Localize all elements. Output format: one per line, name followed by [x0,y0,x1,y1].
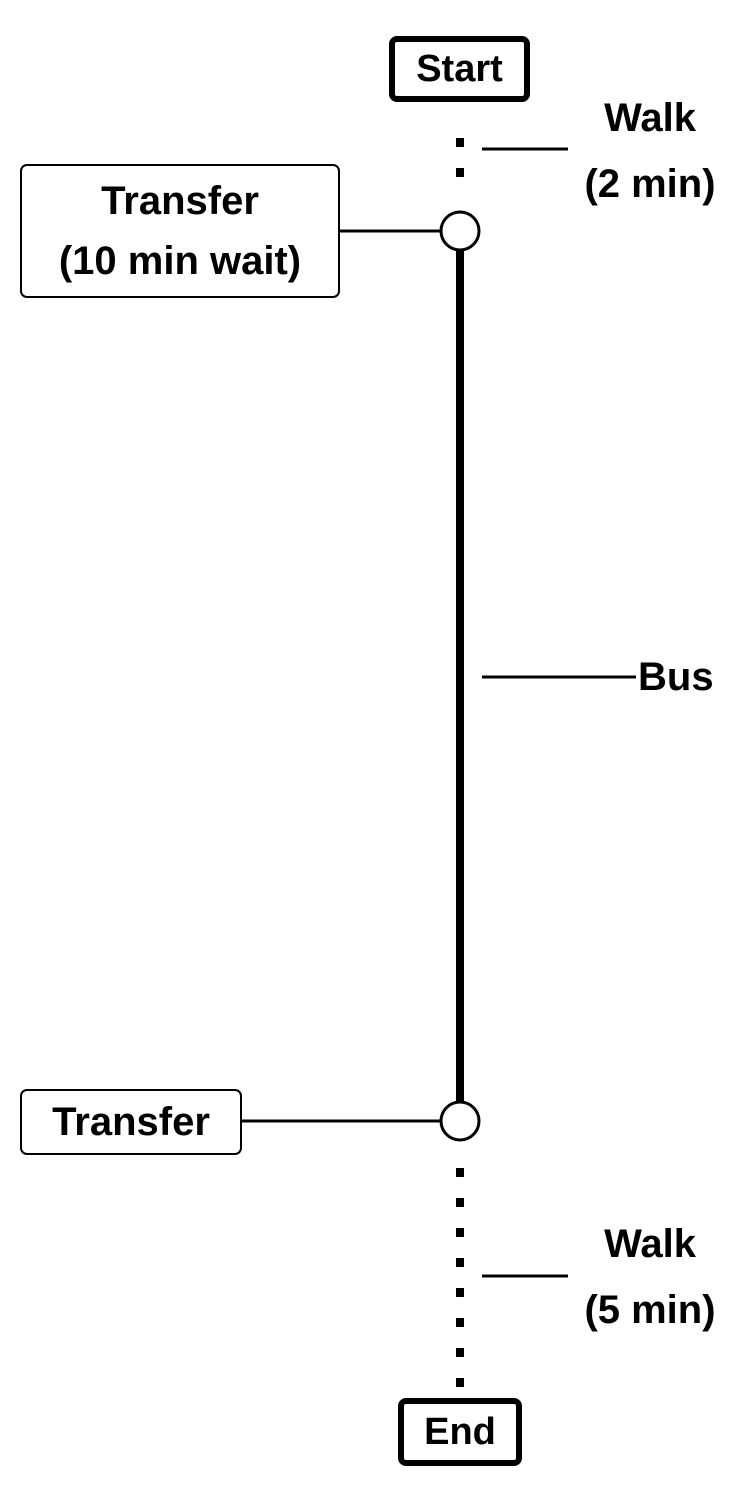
transfer-node-2 [439,1100,481,1142]
walk-segment-2-label: Walk (5 min) [566,1211,734,1343]
transfer-1-wait: (10 min wait) [58,239,302,283]
start-label: Start [416,48,503,90]
walk-1-duration: (2 min) [584,162,716,206]
end-node: End [398,1398,522,1466]
start-node: Start [389,36,530,102]
transfer-box-1: Transfer (10 min wait) [20,164,340,298]
bus-mode: Bus [638,655,714,699]
walk-2-mode: Walk [604,1222,696,1266]
transfer-2-title: Transfer [52,1100,210,1144]
bus-segment-label: Bus [638,644,730,710]
transfer-1-title: Transfer [101,179,259,223]
walk-1-mode: Walk [604,96,696,140]
walk-segment-1-label: Walk (2 min) [566,85,734,217]
transfer-box-2: Transfer [20,1089,242,1155]
walk-2-duration: (5 min) [584,1288,716,1332]
transfer-node-1 [439,210,481,252]
end-label: End [424,1411,496,1453]
